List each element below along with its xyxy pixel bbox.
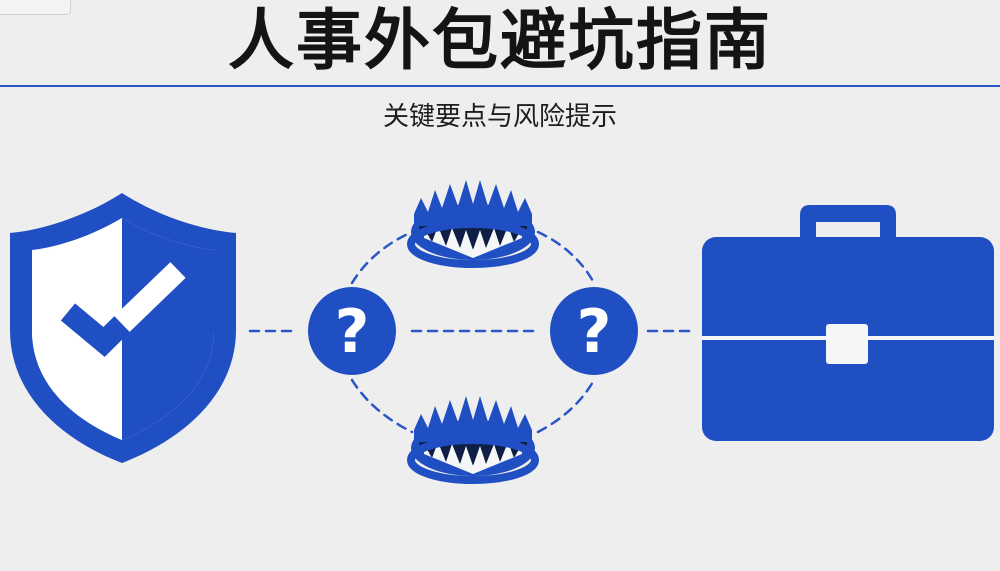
connector-arc-bottom-right (536, 378, 596, 434)
question-icon-left: ? (308, 287, 396, 375)
question-icon-right: ? (550, 287, 638, 375)
connector-arc-top-left (350, 230, 414, 285)
window-corner-tab (0, 0, 71, 15)
title-divider (0, 85, 1000, 87)
svg-text:?: ? (577, 297, 612, 367)
page-subtitle: 关键要点与风险提示 (382, 102, 617, 132)
trap-icon-top (407, 180, 539, 268)
trap-icon-bottom (407, 396, 539, 484)
briefcase-icon (702, 205, 994, 441)
svg-text:?: ? (335, 297, 370, 367)
dashed-connectors (248, 230, 694, 434)
shield-check-icon (10, 193, 236, 463)
page-title: 人事外包避坑指南 (228, 2, 772, 79)
connector-arc-top-right (536, 230, 596, 285)
connector-arc-bottom-left (350, 378, 414, 434)
